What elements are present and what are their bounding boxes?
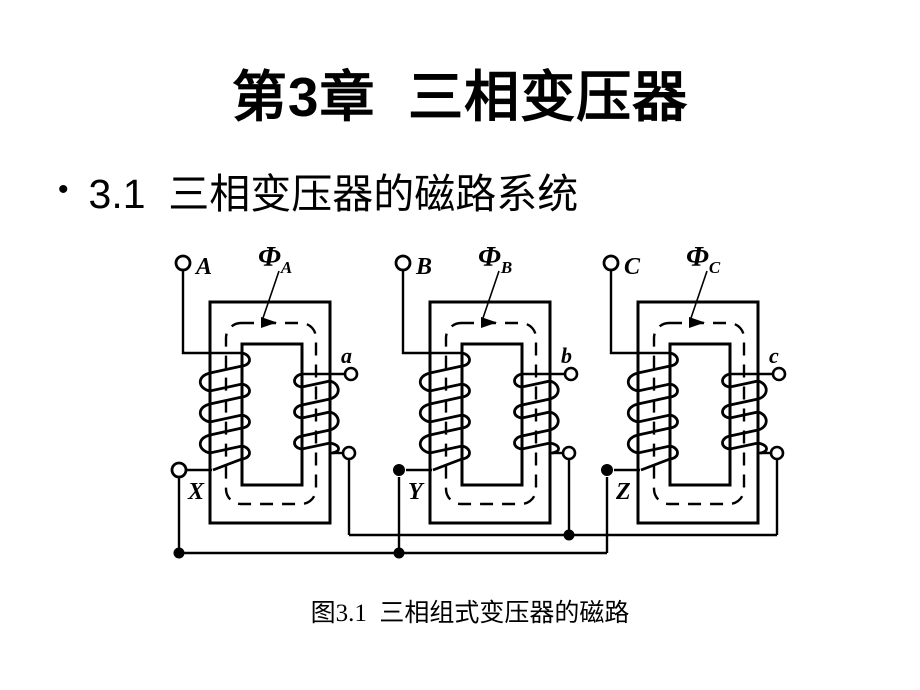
figure-caption: 图3.1 三相组式变压器的磁路 (310, 600, 630, 627)
junction-dot-x (173, 547, 185, 559)
terminal-label-secondary-a: a (341, 343, 352, 368)
slide-title: 第3章 三相变压器 (231, 66, 689, 128)
junction-dot-y (393, 547, 405, 559)
bullet-marker-icon: • (58, 173, 69, 206)
transformer-phase-c: C ΦC c Z (601, 241, 787, 555)
terminal-label-neutral-y: Y (408, 479, 425, 505)
terminal-z-dot (601, 464, 613, 476)
flux-label-phi-b: ΦB (478, 241, 512, 277)
terminal-label-secondary-c: c (769, 343, 779, 368)
transformer-core-unit (602, 254, 787, 555)
terminal-x-circle (170, 461, 188, 479)
transformer-core-unit (394, 254, 579, 555)
terminal-label-neutral-x: X (187, 479, 205, 505)
terminal-y-dot (393, 464, 405, 476)
terminal-label-primary-a: A (194, 254, 212, 280)
transformer-core-unit (174, 254, 359, 555)
flux-label-phi-c: ΦC (686, 241, 721, 277)
terminal-label-primary-b: B (415, 254, 432, 280)
junction-dot-secondary-bus (563, 529, 575, 541)
transformer-phase-b: B ΦB b Y (393, 241, 579, 555)
transformer-phase-a: A ΦA a X (170, 241, 359, 555)
terminal-label-neutral-z: Z (615, 479, 631, 505)
bullet-item: • 3.1 三相变压器的磁路系统 (58, 160, 578, 220)
terminal-label-primary-c: C (624, 254, 641, 280)
bullet-text: 3.1 三相变压器的磁路系统 (88, 171, 579, 217)
terminal-label-secondary-b: b (561, 343, 572, 368)
flux-label-phi-a: ΦA (258, 241, 292, 277)
